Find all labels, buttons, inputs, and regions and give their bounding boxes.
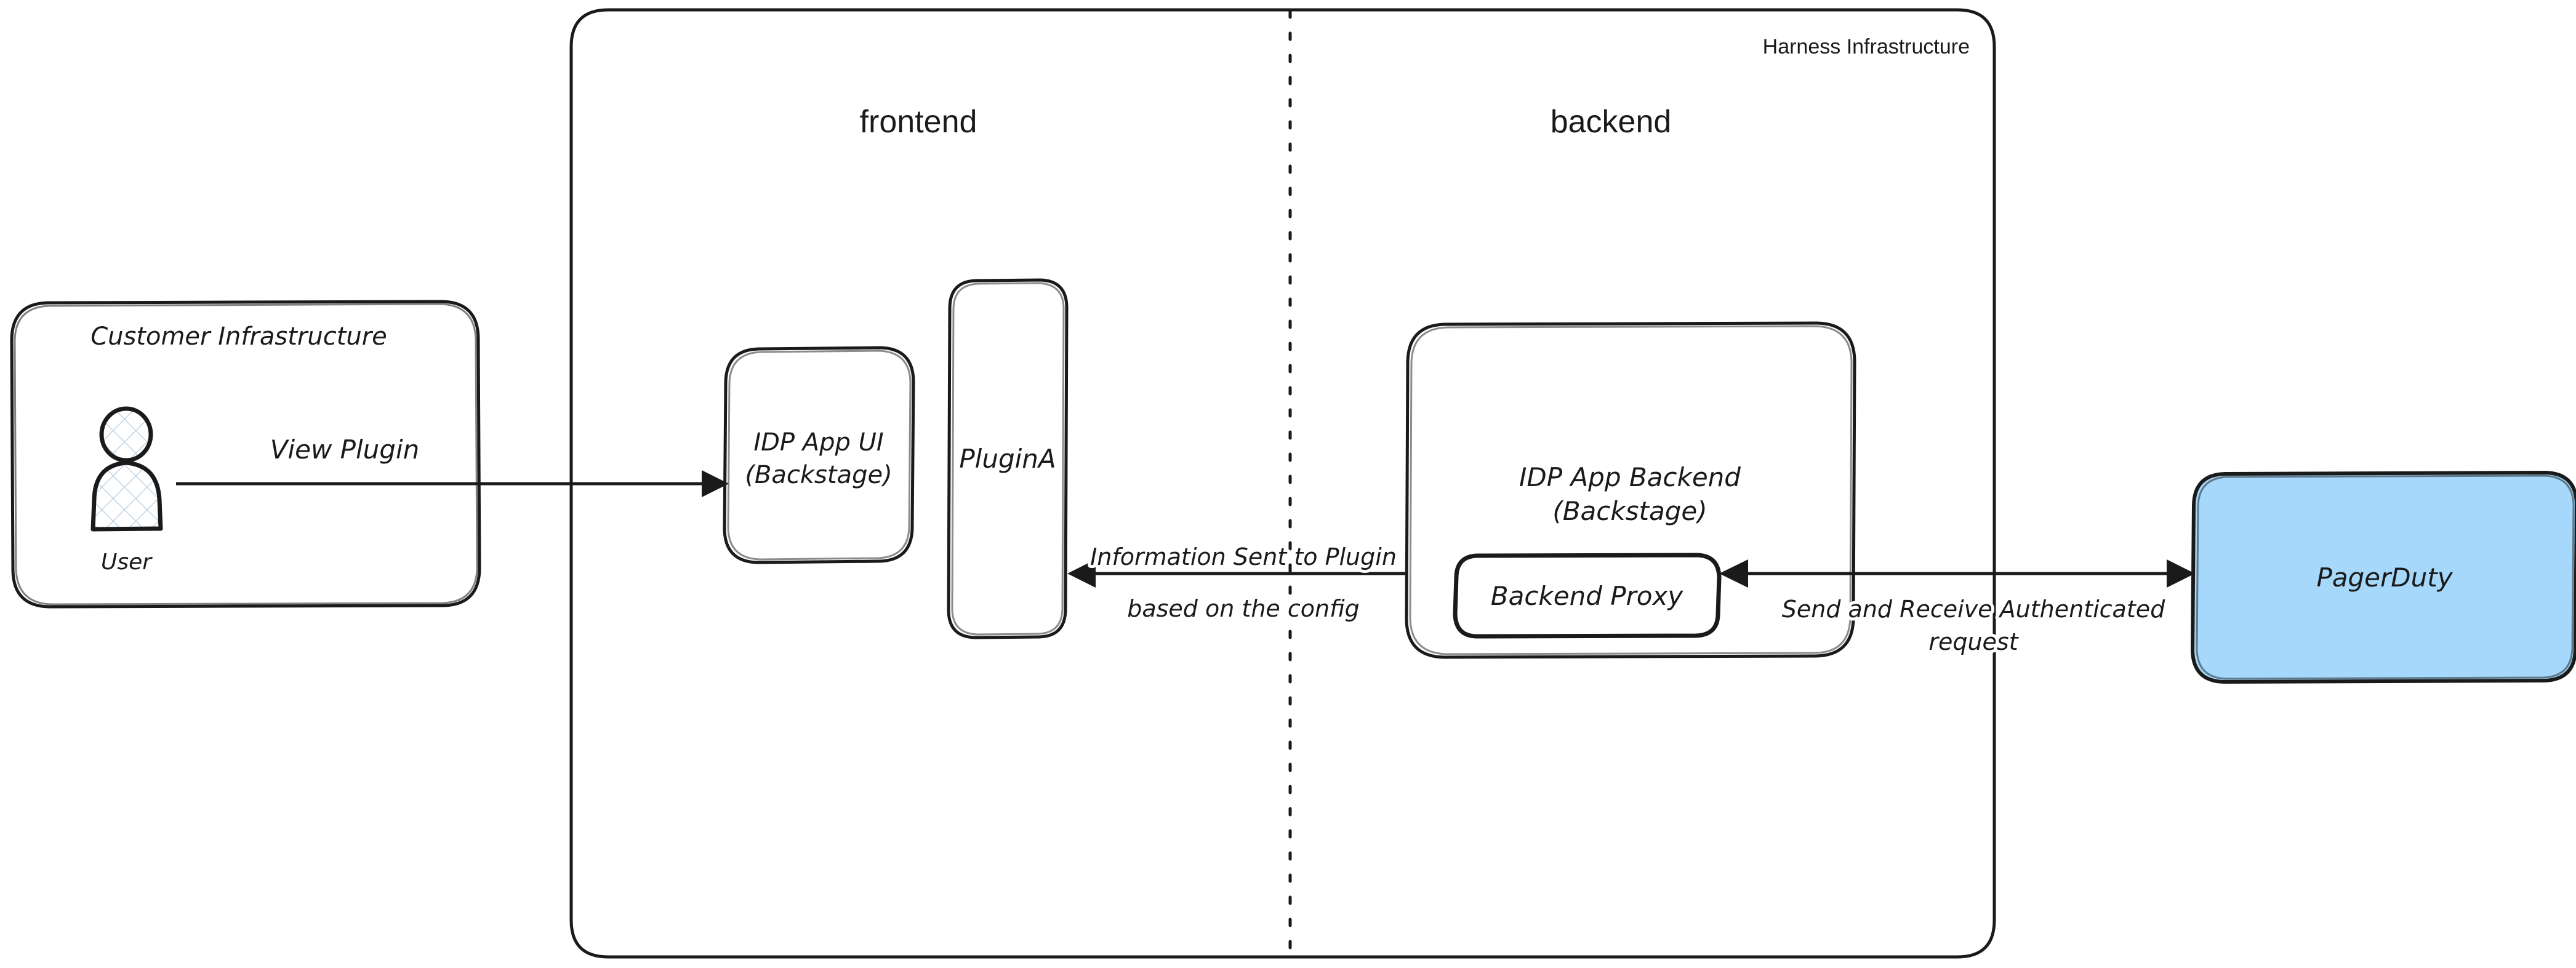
backend-proxy-label: Backend Proxy bbox=[1491, 581, 1684, 611]
idp-app-ui-label-line1: IDP App UI bbox=[753, 428, 883, 457]
customer-infrastructure-box bbox=[10, 300, 481, 609]
backend-section-label: backend bbox=[1551, 104, 1672, 140]
person-head-icon bbox=[99, 406, 153, 463]
harness-infrastructure-group: Harness Infrastructure frontend backend bbox=[569, 8, 1996, 959]
idp-app-ui-box-sketch bbox=[727, 350, 912, 561]
pagerduty-box-sketch bbox=[2196, 474, 2575, 680]
customer-infrastructure-label: Customer Infrastructure bbox=[90, 322, 387, 351]
plugin-a-label: PluginA bbox=[959, 444, 1056, 474]
view-plugin-edge-label: View Plugin bbox=[270, 434, 420, 465]
authenticated-request-arrowhead-right bbox=[2167, 559, 2195, 588]
idp-app-ui-label-line2: (Backstage) bbox=[745, 461, 892, 489]
information-sent-label-line1: Information Sent to Plugin bbox=[1090, 543, 1397, 570]
information-sent-arrowhead bbox=[1067, 559, 1096, 588]
view-plugin-arrowhead bbox=[702, 470, 729, 497]
idp-app-ui-group: IDP App UI (Backstage) bbox=[723, 346, 915, 564]
edge-information-sent-to-plugin: Information Sent to Plugin based on the … bbox=[1067, 540, 1407, 625]
idp-app-backend-box bbox=[1405, 321, 1856, 659]
user-label: User bbox=[101, 550, 153, 575]
pagerduty-group: PagerDuty bbox=[2191, 471, 2576, 684]
customer-infrastructure-group: Customer Infrastructure bbox=[10, 300, 481, 609]
authenticated-request-arrowhead-left bbox=[1719, 559, 1748, 588]
idp-app-backend-box-sketch bbox=[1409, 325, 1853, 655]
user-actor-group: User bbox=[90, 406, 163, 575]
idp-app-backend-group: IDP App Backend (Backstage) bbox=[1405, 321, 1856, 659]
pagerduty-label: PagerDuty bbox=[2316, 562, 2453, 593]
harness-infrastructure-box bbox=[569, 8, 1996, 959]
pagerduty-box bbox=[2191, 471, 2576, 684]
idp-app-backend-label-line1: IDP App Backend bbox=[1519, 462, 1741, 492]
plugin-a-group: PluginA bbox=[947, 278, 1069, 639]
person-body-icon bbox=[90, 460, 163, 532]
edge-view-plugin: View Plugin bbox=[176, 431, 729, 497]
backend-proxy-group: Backend Proxy bbox=[1453, 553, 1722, 639]
customer-infrastructure-box-sketch bbox=[14, 303, 478, 606]
edge-authenticated-request: Send and Receive Authenticated request bbox=[1719, 559, 2195, 658]
authenticated-request-label-line1: Send and Receive Authenticated bbox=[1782, 596, 2165, 623]
frontend-section-label: frontend bbox=[860, 104, 977, 140]
idp-app-backend-label-line2: (Backstage) bbox=[1552, 496, 1707, 526]
information-sent-label-line2: based on the config bbox=[1127, 595, 1360, 622]
authenticated-request-label-line2: request bbox=[1928, 628, 2019, 655]
idp-app-ui-box bbox=[723, 346, 915, 564]
backend-proxy-box bbox=[1453, 553, 1722, 639]
harness-infrastructure-label: Harness Infrastructure bbox=[1763, 35, 1970, 58]
plugin-a-box-sketch bbox=[951, 282, 1065, 636]
plugin-a-box bbox=[947, 278, 1069, 639]
